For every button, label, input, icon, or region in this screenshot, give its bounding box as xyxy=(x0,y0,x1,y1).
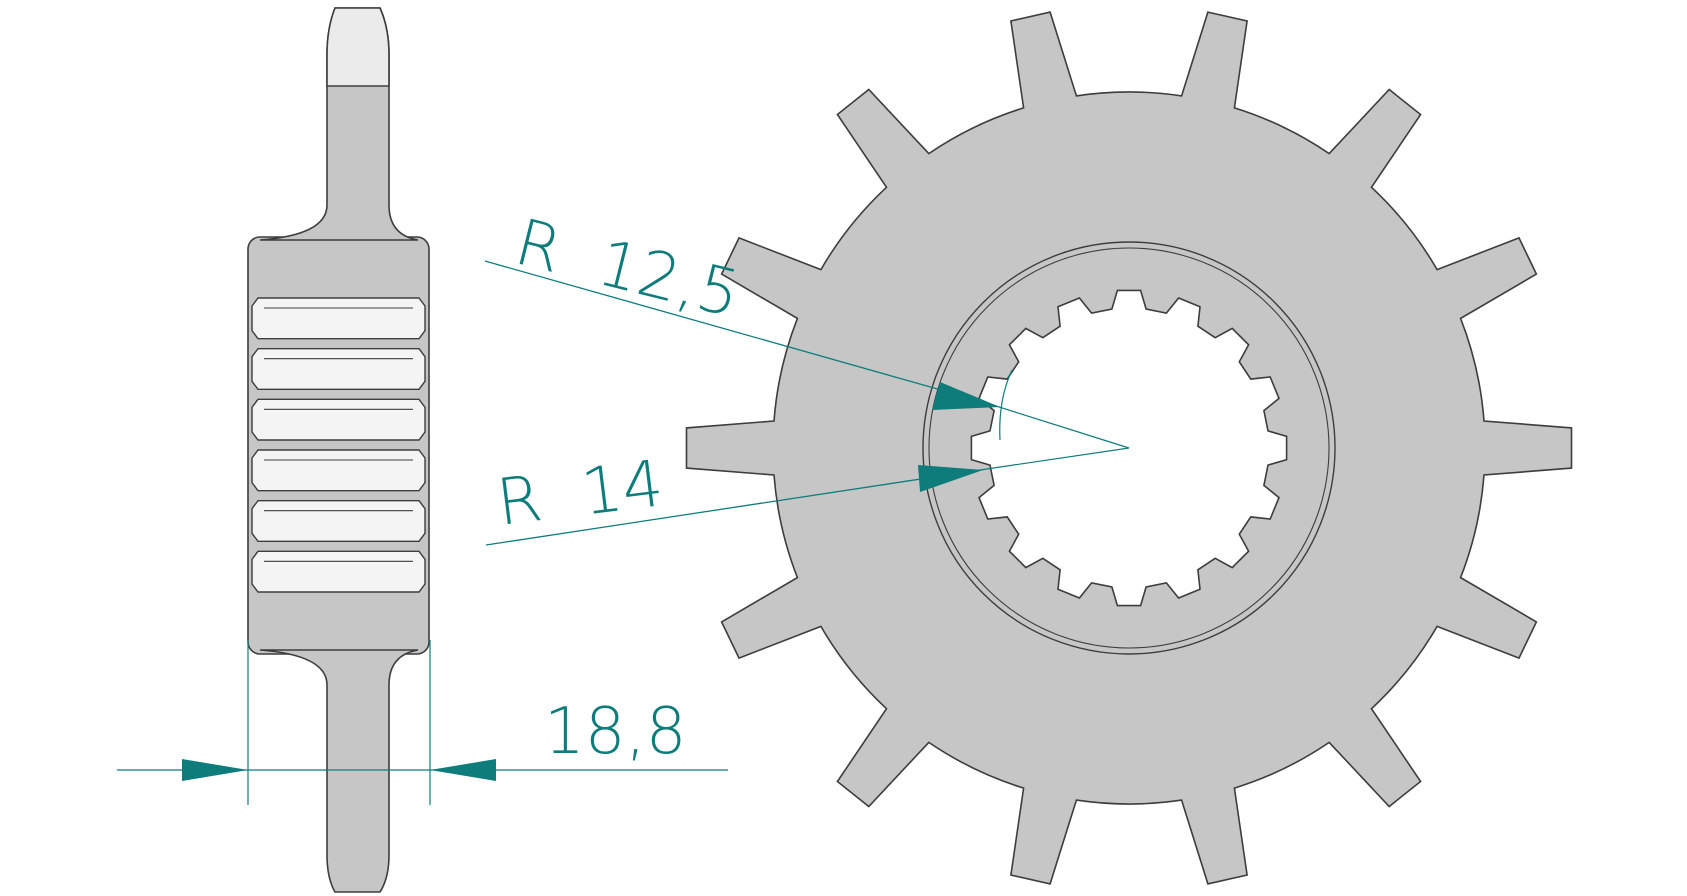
radius-inner-label: R 12,5 xyxy=(508,206,747,333)
side-groove-band xyxy=(251,499,426,543)
radius-inner-arrowhead xyxy=(932,382,1000,410)
hub-ring-outer xyxy=(922,241,1336,655)
side-top-tooth-tip xyxy=(326,7,390,87)
radius-outer-center-line xyxy=(979,447,1130,471)
side-bottom-tooth xyxy=(259,649,419,893)
radius-inner-leader xyxy=(484,260,981,402)
radius-outer-leader xyxy=(485,469,981,546)
dimension-annotations xyxy=(117,260,1130,805)
side-view xyxy=(247,7,430,893)
side-groove-band xyxy=(251,550,426,593)
side-groove-band xyxy=(251,347,426,391)
radius-inner-center-line xyxy=(979,400,1130,449)
thickness-arrowhead-left xyxy=(182,759,248,781)
radius-outer-arrowhead xyxy=(918,465,983,492)
hub-ring-inner xyxy=(928,247,1330,649)
side-groove-band xyxy=(251,449,426,492)
thickness-label: 18,8 xyxy=(544,695,687,769)
radius-inner-arc xyxy=(999,369,1013,441)
side-groove-band xyxy=(251,297,426,340)
side-spline-grooves xyxy=(251,297,426,593)
radius-outer-label: R 14 xyxy=(493,447,667,541)
thickness-arrowhead-right xyxy=(430,759,496,781)
side-groove-band xyxy=(251,398,426,441)
